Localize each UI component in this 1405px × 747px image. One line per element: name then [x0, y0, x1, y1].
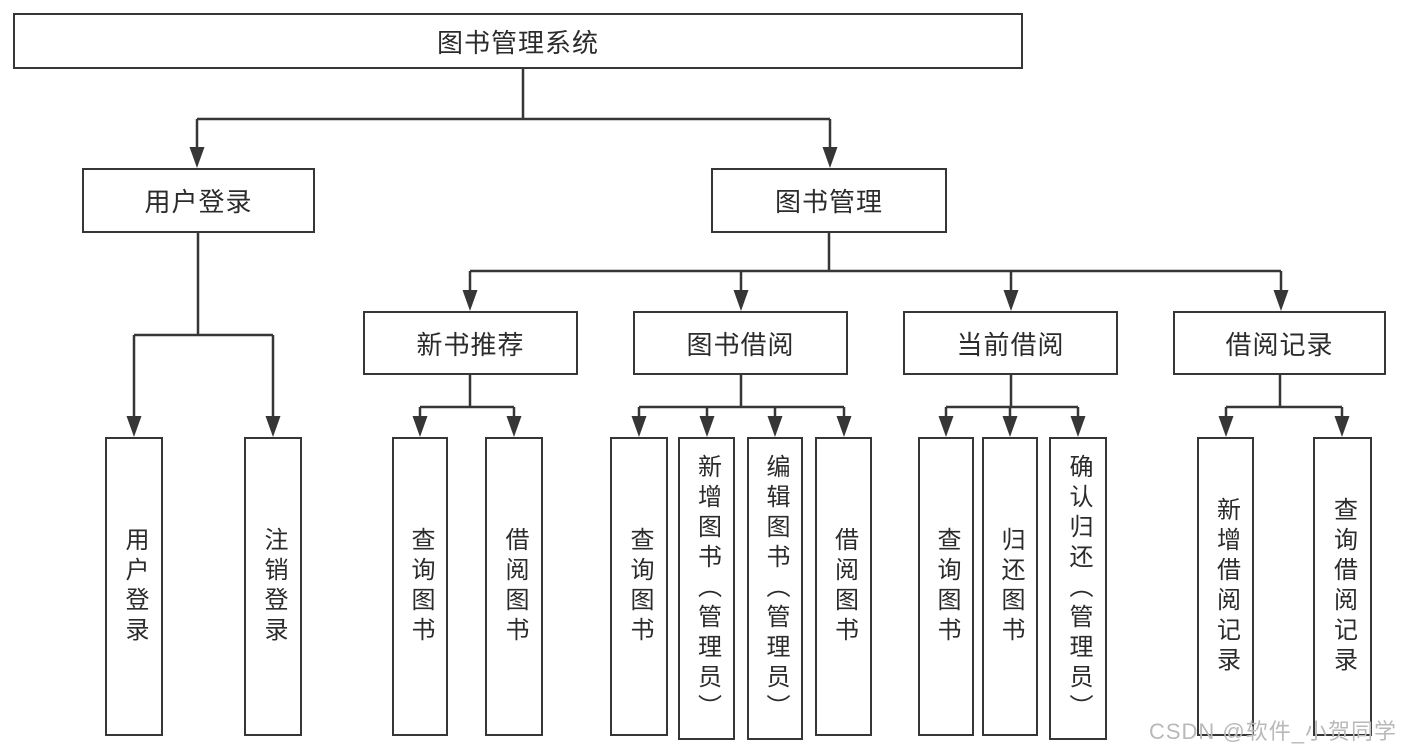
arrowheads	[126, 147, 1350, 437]
arrow-down-icon	[189, 147, 205, 168]
csdn-watermark: CSDN @软件_小贺同学	[1148, 719, 1397, 744]
arrow-down-icon	[1002, 416, 1018, 437]
leaf-borrow-books: 借阅图书	[485, 437, 543, 736]
arrow-down-icon	[126, 416, 142, 437]
leaf-confirm-return-admin: 确认归还（管理员）	[1049, 437, 1107, 740]
arrow-down-icon	[822, 147, 838, 168]
node-new-book-recommendation: 新书推荐	[363, 311, 578, 375]
arrow-down-icon	[767, 416, 783, 437]
leaf-add-books-admin: 新增图书（管理员）	[678, 437, 735, 740]
arrow-down-icon	[699, 416, 715, 437]
leaf-logout: 注销登录	[244, 437, 302, 736]
node-current-borrowing: 当前借阅	[903, 311, 1118, 375]
arrow-down-icon	[462, 290, 478, 311]
node-borrowing-records: 借阅记录	[1173, 311, 1386, 375]
arrow-down-icon	[1070, 416, 1086, 437]
node-book-management: 图书管理	[711, 168, 947, 233]
arrow-down-icon	[836, 416, 852, 437]
leaf-query-books: 查询图书	[918, 437, 974, 736]
arrow-down-icon	[733, 290, 749, 311]
leaf-return-books: 归还图书	[982, 437, 1038, 736]
arrow-down-icon	[506, 416, 522, 437]
leaf-borrow-books: 借阅图书	[815, 437, 872, 736]
leaf-query-books: 查询图书	[610, 437, 668, 736]
arrow-down-icon	[1273, 290, 1289, 311]
arrow-down-icon	[938, 416, 954, 437]
leaf-edit-books-admin: 编辑图书（管理员）	[747, 437, 803, 740]
arrow-down-icon	[265, 416, 281, 437]
leaf-query-borrow-record: 查询借阅记录	[1313, 437, 1372, 736]
arrow-down-icon	[631, 416, 647, 437]
leaf-user-login: 用户登录	[105, 437, 163, 736]
arrow-down-icon	[1003, 290, 1019, 311]
leaf-query-books: 查询图书	[392, 437, 448, 736]
connector-lines	[132, 69, 1344, 421]
node-book-borrowing: 图书借阅	[633, 311, 848, 375]
node-library-management-system: 图书管理系统	[13, 13, 1023, 69]
arrow-down-icon	[1218, 416, 1234, 437]
arrow-down-icon	[412, 416, 428, 437]
arrow-down-icon	[1334, 416, 1350, 437]
leaf-add-borrow-record: 新增借阅记录	[1197, 437, 1254, 736]
node-user-login: 用户登录	[82, 168, 315, 233]
